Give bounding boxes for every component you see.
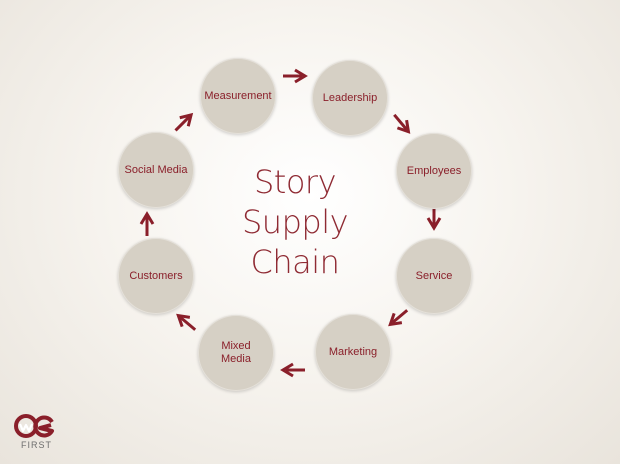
- node-label: Measurement: [204, 89, 272, 102]
- node-label: Employees: [406, 164, 462, 177]
- node-label: Service: [415, 269, 453, 282]
- flow-arrow-icon: [280, 362, 305, 378]
- arrow-head: [388, 312, 403, 327]
- node-label: Customers: [129, 269, 183, 282]
- node-employees: Employees: [396, 133, 472, 209]
- node-label: Social Media: [124, 163, 188, 176]
- logo-text: FIRST: [21, 440, 52, 450]
- flow-arrow-icon: [139, 211, 155, 236]
- arrow-head: [179, 112, 194, 127]
- node-service: Service: [396, 238, 472, 314]
- arrow-shaft: [393, 113, 408, 131]
- node-label: Leadership: [322, 91, 378, 104]
- node-mixed-media: Mixed Media: [198, 315, 274, 391]
- node-label: Mixed Media: [221, 340, 251, 365]
- node-leadership: Leadership: [312, 60, 388, 136]
- arrow-head: [176, 313, 191, 328]
- diagram-title: Story Supply Chain: [210, 162, 380, 282]
- node-marketing: Marketing: [315, 314, 391, 390]
- arrow-shaft: [174, 115, 191, 132]
- arrow-shaft: [391, 309, 409, 324]
- arrow-head: [294, 68, 308, 84]
- flow-arrow-icon: [426, 206, 442, 231]
- we-first-logo: FIRST: [14, 412, 74, 456]
- arrow-head: [280, 362, 294, 378]
- flow-arrow-icon: [388, 309, 409, 327]
- title-line: Chain: [250, 243, 340, 281]
- node-measurement: Measurement: [200, 58, 276, 134]
- title-line: Story: [253, 163, 337, 201]
- arrow-head: [139, 211, 155, 225]
- title-line: Supply: [241, 203, 349, 241]
- flow-arrow-icon: [174, 112, 194, 132]
- arrow-head: [426, 217, 442, 231]
- flow-arrow-icon: [283, 68, 308, 84]
- we-logo-icon: [14, 414, 54, 438]
- node-social-media: Social Media: [118, 132, 194, 208]
- flow-arrow-icon: [176, 313, 197, 331]
- node-customers: Customers: [118, 238, 194, 314]
- arrow-shaft: [179, 316, 197, 331]
- arrow-head: [396, 119, 411, 134]
- flow-arrow-icon: [393, 113, 411, 134]
- node-label: Marketing: [328, 345, 378, 358]
